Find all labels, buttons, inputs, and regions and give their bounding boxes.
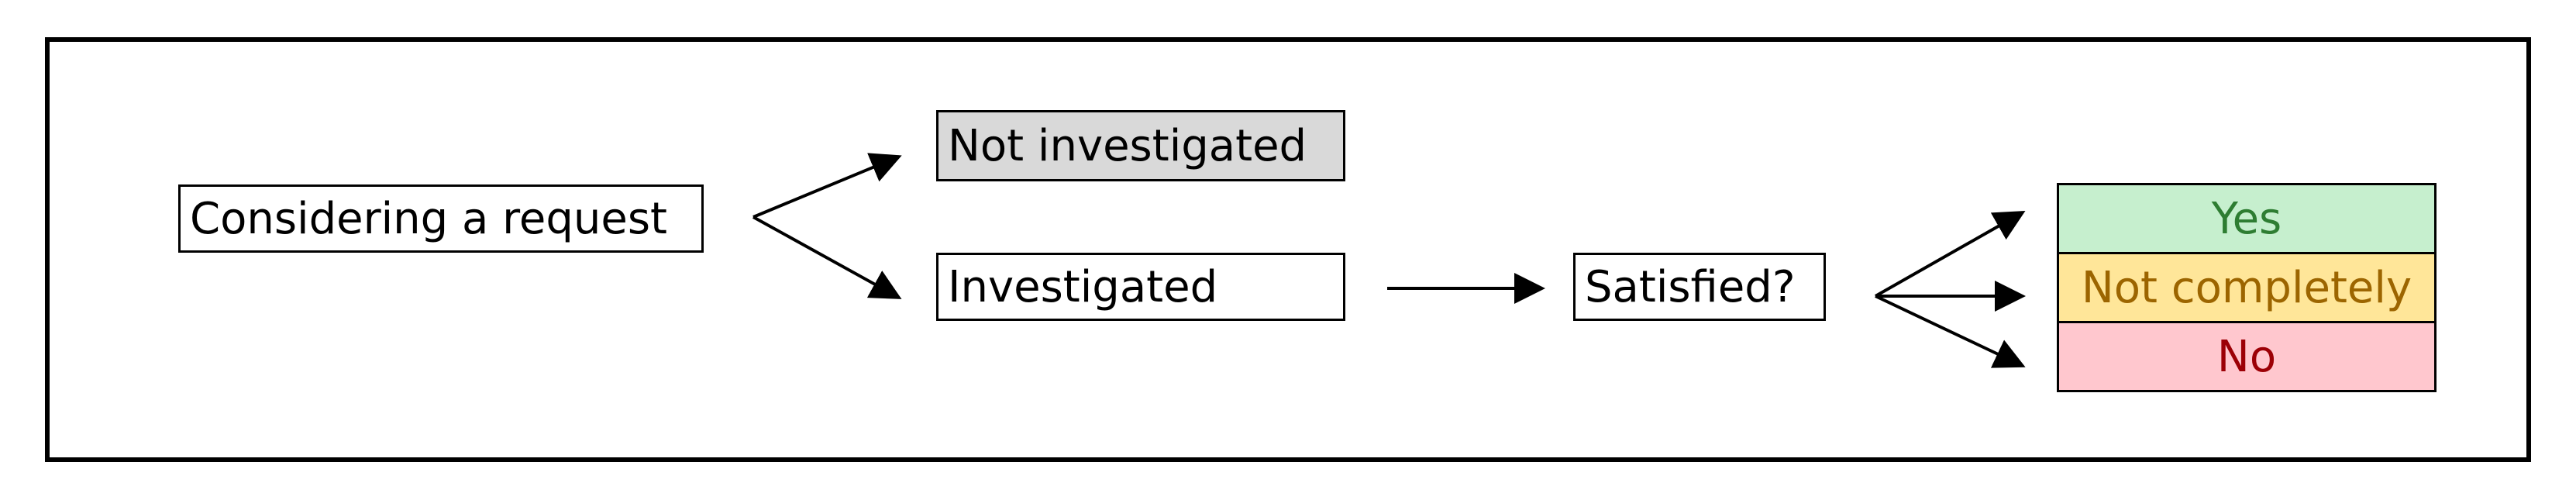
node-satisfied: Satisfied? bbox=[1573, 253, 1826, 321]
node-considering-a-request: Considering a request bbox=[178, 184, 704, 253]
outcome-not-completely-label: Not completely bbox=[2081, 262, 2412, 313]
arrow-to-yes bbox=[1875, 211, 2026, 298]
node-investigated-label: Investigated bbox=[948, 261, 1218, 312]
node-not-investigated: Not investigated bbox=[936, 110, 1345, 181]
outcome-no-label: No bbox=[2216, 331, 2277, 382]
node-considering-label: Considering a request bbox=[190, 193, 667, 244]
arrow-to-not-investigated bbox=[752, 153, 902, 219]
arrow-to-no bbox=[1875, 295, 2026, 368]
node-not-investigated-label: Not investigated bbox=[948, 120, 1307, 171]
arrow-to-investigated bbox=[752, 215, 902, 299]
outcome-yes-label: Yes bbox=[2211, 193, 2282, 244]
node-investigated: Investigated bbox=[936, 253, 1345, 321]
node-satisfied-label: Satisfied? bbox=[1585, 261, 1796, 312]
outcome-yes: Yes bbox=[2057, 183, 2437, 254]
outcome-not-completely: Not completely bbox=[2057, 252, 2437, 323]
outcome-no: No bbox=[2057, 321, 2437, 392]
